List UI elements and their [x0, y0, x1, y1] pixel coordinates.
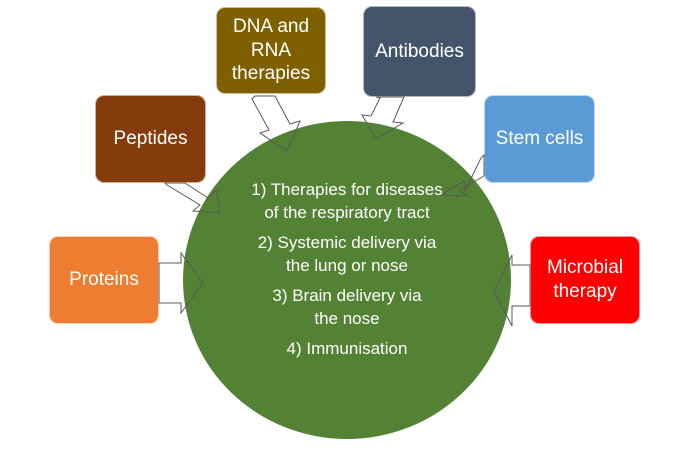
box-label: Microbial therapy — [546, 257, 624, 302]
box-label: Antibodies — [375, 40, 464, 62]
box-label: Stem cells — [495, 128, 584, 150]
arrow-antibodies — [361, 96, 405, 140]
application-item: 3) Brain delivery via the nose — [272, 286, 422, 328]
box-label: Peptides — [113, 128, 188, 150]
arrow-proteins — [158, 251, 204, 315]
application-item: 4) Immunisation — [286, 339, 408, 358]
arrow-dna-rna — [251, 95, 301, 152]
arrow-peptides — [163, 182, 221, 214]
applications-list: 1) Therapies for diseases of the respira… — [203, 178, 491, 367]
box-stem-cells: Stem cells — [484, 95, 595, 183]
application-item: 1) Therapies for diseases of the respira… — [251, 180, 443, 222]
box-antibodies: Antibodies — [363, 6, 476, 97]
application-item: 2) Systemic delivery via the lung or nos… — [257, 233, 437, 275]
arrow-microbial — [493, 254, 531, 327]
box-peptides: Peptides — [95, 95, 206, 183]
box-proteins: Proteins — [49, 236, 159, 324]
box-microbial-therapy: Microbial therapy — [530, 236, 640, 324]
box-label: DNA and RNA therapies — [231, 15, 311, 85]
arrow-stem-cells — [439, 153, 485, 197]
applications-circle — [183, 121, 511, 439]
box-dna-rna-therapies: DNA and RNA therapies — [216, 7, 326, 94]
box-label: Proteins — [69, 269, 139, 291]
